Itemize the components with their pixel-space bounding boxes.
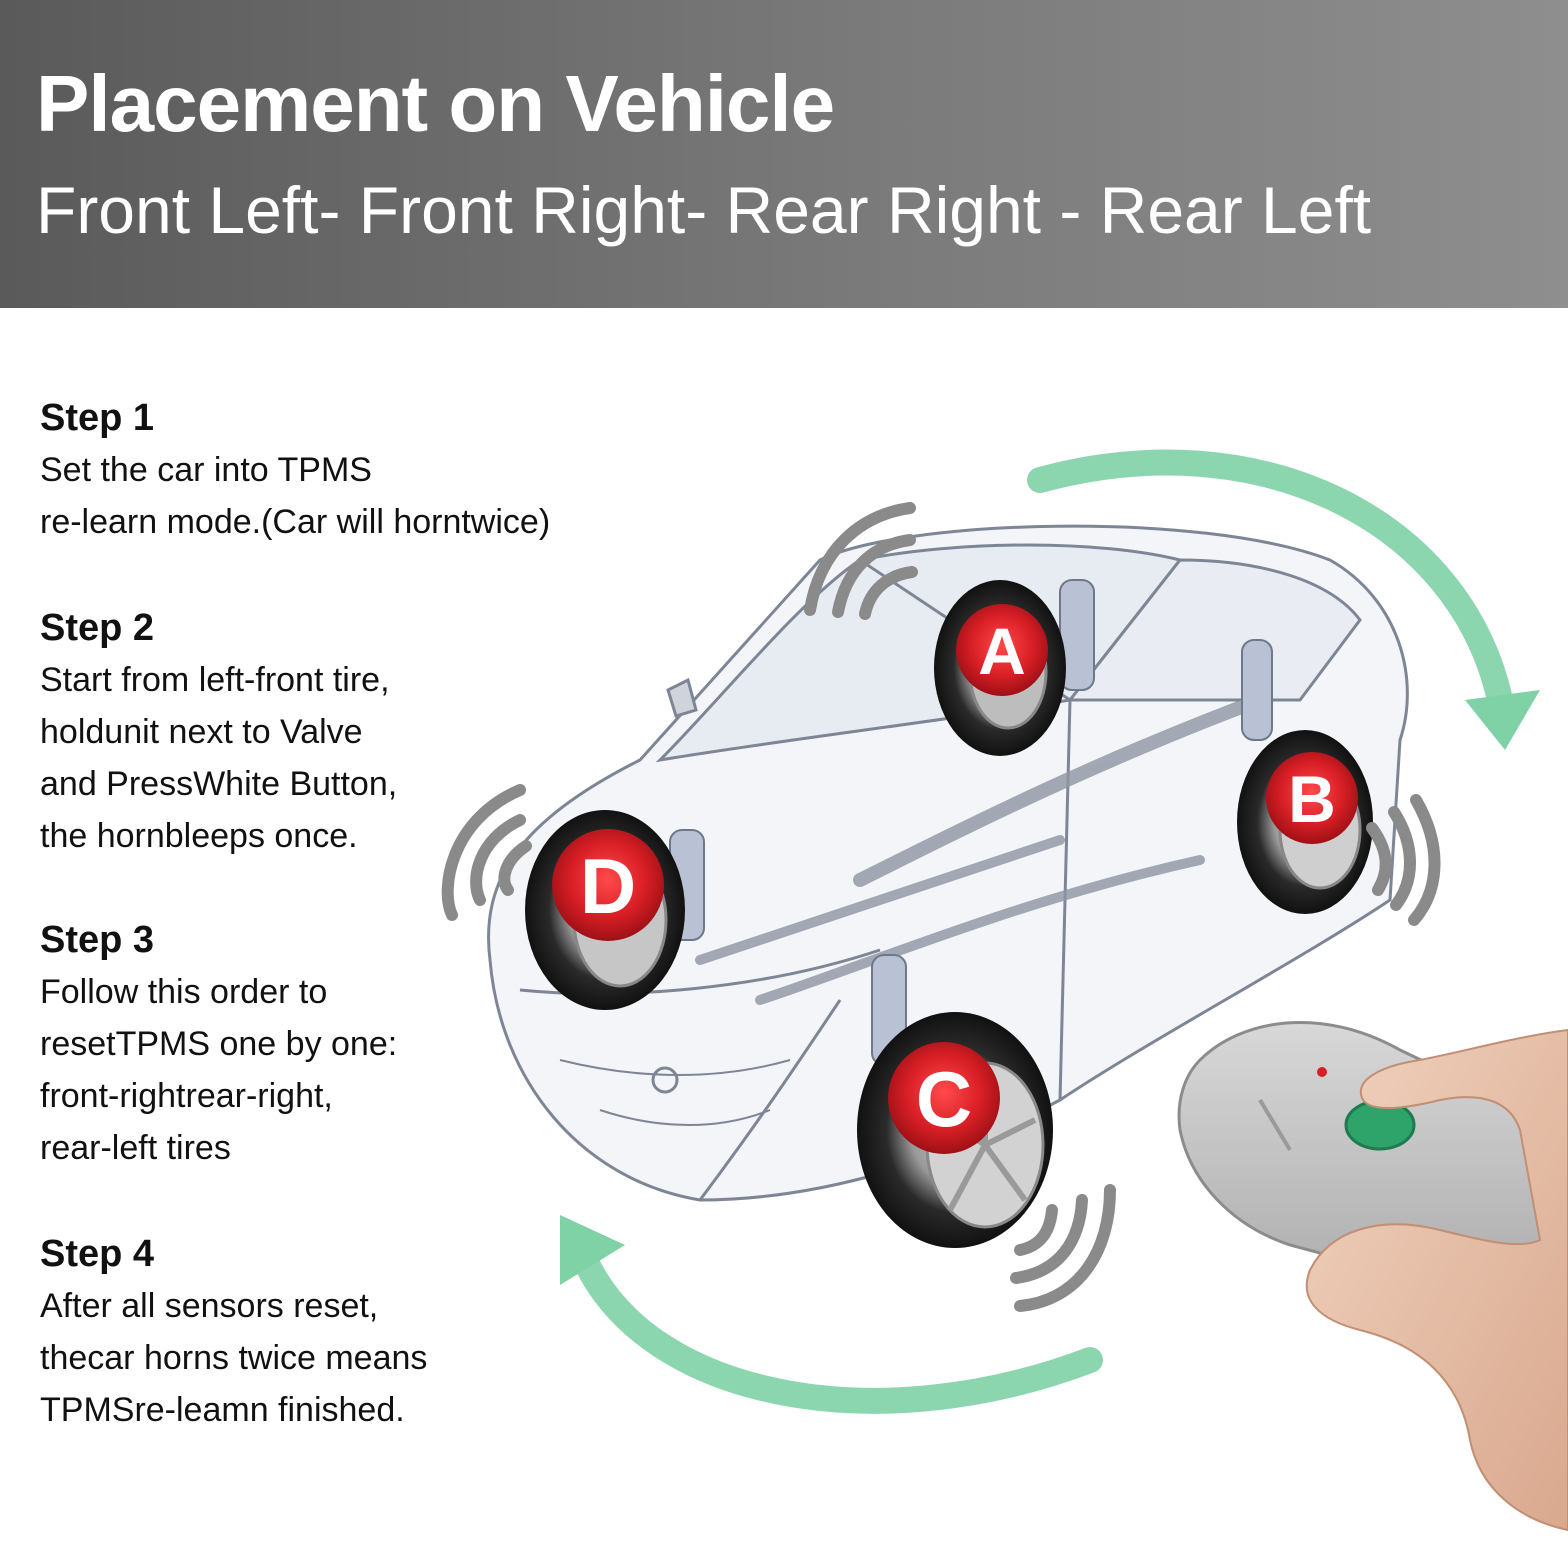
marker-label-d: D	[580, 842, 636, 930]
step-heading: Step 1	[40, 397, 155, 439]
page-subtitle: Front Left- Front Right- Rear Right - Re…	[36, 173, 1372, 247]
sound-wave-bottom	[1010, 1184, 1116, 1312]
rotation-arrow-top	[1027, 449, 1540, 750]
wheel-marker-a: A	[956, 604, 1048, 696]
header-banner: Placement on Vehicle Front Left- Front R…	[0, 0, 1568, 308]
step-heading: Step 3	[40, 919, 155, 961]
vehicle-illustration: A B C D	[441, 449, 1568, 1532]
sound-wave-left	[441, 784, 532, 921]
marker-label-a: A	[978, 614, 1026, 688]
step-text: TPMSre-leamn finished.	[40, 1391, 405, 1429]
step-text: and PressWhite Button,	[40, 765, 398, 803]
step-text: Start from left-front tire,	[40, 661, 390, 699]
sound-wave-right	[1366, 794, 1441, 926]
step-text: the hornbleeps once.	[40, 817, 358, 855]
marker-label-c: C	[916, 1055, 972, 1143]
wheel-marker-b: B	[1266, 752, 1358, 844]
page-title: Placement on Vehicle	[36, 59, 835, 148]
step-text: resetTPMS one by one:	[40, 1025, 398, 1063]
step-3: Step 3 Follow this order to resetTPMS on…	[40, 914, 680, 1174]
step-heading: Step 4	[40, 1233, 155, 1275]
step-text: holdunit next to Valve	[40, 713, 363, 751]
step-text: rear-left tires	[40, 1129, 231, 1167]
step-2: Step 2 Start from left-front tire, holdu…	[40, 602, 680, 862]
rotation-arrow-bottom	[560, 1215, 1103, 1414]
step-text: After all sensors reset,	[40, 1287, 379, 1325]
step-heading: Step 2	[40, 607, 155, 649]
step-text: front-rightrear-right,	[40, 1077, 333, 1115]
step-text: Set the car into TPMS	[40, 451, 372, 489]
marker-label-b: B	[1288, 762, 1336, 836]
wheel-marker-c: C	[888, 1042, 1000, 1154]
sound-wave-top	[804, 502, 918, 620]
hand	[1305, 1028, 1568, 1532]
step-text: Follow this order to	[40, 973, 328, 1011]
step-4: Step 4 After all sensors reset, thecar h…	[40, 1228, 680, 1436]
car-body	[487, 524, 1409, 1202]
step-1: Step 1 Set the car into TPMS re-learn mo…	[40, 392, 680, 548]
step-text: re-learn mode.(Car will horntwice)	[40, 503, 551, 541]
wheel-marker-d: D	[552, 829, 664, 941]
chassis	[695, 693, 1267, 1005]
step-text: thecar horns twice means	[40, 1339, 428, 1377]
